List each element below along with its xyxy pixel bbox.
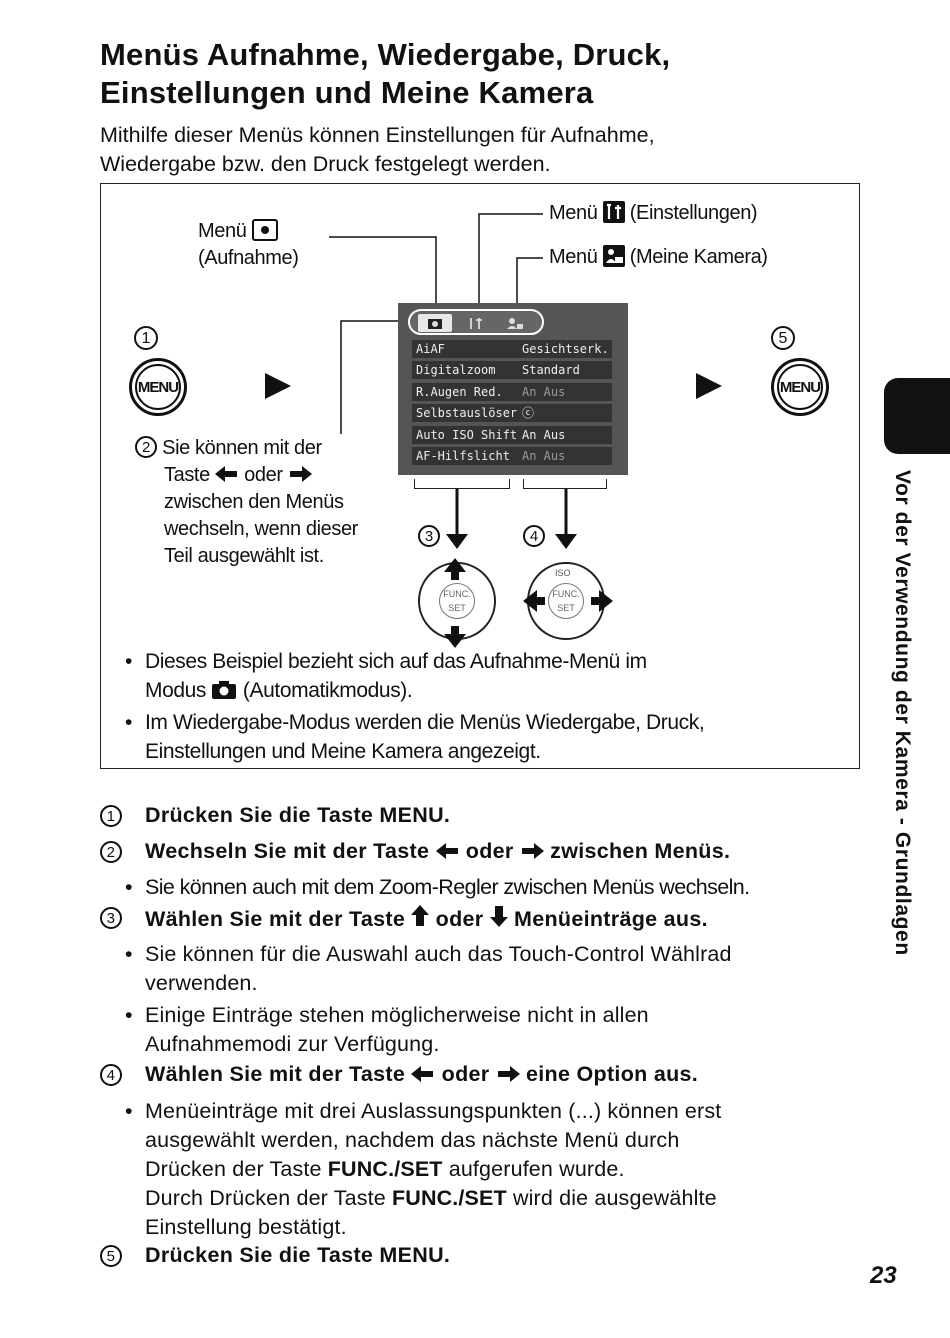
- right-arrow-icon: [497, 1066, 520, 1082]
- screen-row-af-hilfslicht: AF-Hilfslicht An Aus: [412, 447, 612, 465]
- self-timer-icon: ⓒ: [522, 406, 535, 420]
- auto-mode-camera-icon: [212, 681, 237, 699]
- menu-button-right: MENU: [771, 358, 829, 416]
- control-dial-left-right: FUNC. SET ISO: [523, 562, 613, 640]
- menu-figure: Menü (Aufnahme) Menü (Einstellungen) Men…: [100, 183, 860, 769]
- step-2-note: • Sie können auch mit dem Zoom-Regler zw…: [125, 875, 750, 899]
- page-title: Menüs Aufnahme, Wiedergabe, Druck, Einst…: [100, 36, 860, 112]
- screen-row-auto-iso: Auto ISO Shift An Aus: [412, 426, 612, 444]
- control-dial-up-down: FUNC. SET: [418, 558, 496, 648]
- step-3-note-2: • Einige Einträge stehen möglicherweise …: [125, 1003, 649, 1056]
- bracket-labels: [414, 479, 510, 489]
- right-arrow-right: [696, 373, 722, 399]
- side-thumb-tab: [884, 378, 950, 454]
- note-2: 2 Sie können mit der Taste oder zwischen…: [135, 435, 395, 570]
- figure-bullet-1: • Dieses Beispiel bezieht sich auf das A…: [125, 650, 647, 702]
- screen-row-aiaf: AiAF Gesichtserk.: [412, 340, 612, 358]
- screen-row-augen: R.Augen Red. An Aus: [412, 383, 612, 401]
- bracket-values: [523, 479, 607, 489]
- intro-paragraph: Mithilfe dieser Menüs können Einstellung…: [100, 121, 860, 179]
- figure-num-5: 5: [771, 326, 795, 350]
- tab-aufnahme: [418, 314, 452, 332]
- right-arrow-icon: [289, 466, 312, 482]
- title-line-1: Menüs Aufnahme, Wiedergabe, Druck,: [100, 37, 671, 72]
- my-camera-icon: [602, 245, 625, 267]
- left-arrow-icon: [435, 843, 458, 859]
- tab-einstellungen: [458, 314, 492, 332]
- connector-lines: [329, 213, 577, 549]
- intro-line-2: Wiedergabe bzw. den Druck festgelegt wer…: [100, 152, 551, 176]
- title-line-2: Einstellungen und Meine Kamera: [100, 75, 594, 110]
- camera-screen: AiAF Gesichtserk. Digitalzoom Standard R…: [398, 303, 628, 475]
- step-4-note: • Menüeinträge mit drei Auslassungspunkt…: [125, 1099, 722, 1239]
- screen-row-digitalzoom: Digitalzoom Standard: [412, 361, 612, 379]
- side-chapter-label: Vor der Verwendung der Kamera - Grundlag…: [891, 470, 914, 956]
- menu-button-left: MENU: [129, 358, 187, 416]
- right-arrow-left: [265, 373, 291, 399]
- figure-bullet-2: • Im Wiedergabe-Modus werden die Menüs W…: [125, 711, 705, 763]
- right-arrow-icon: [521, 843, 544, 859]
- figure-num-1: 1: [134, 326, 158, 350]
- step-3-note-1: • Sie können für die Auswahl auch das To…: [125, 942, 732, 995]
- left-arrow-icon: [411, 1066, 434, 1082]
- left-arrow-icon: [214, 466, 237, 482]
- figure-num-4: 4: [523, 525, 545, 548]
- intro-line-1: Mithilfe dieser Menüs können Einstellung…: [100, 123, 655, 147]
- label-menu-meine-kamera: Menü (Meine Kamera): [549, 245, 768, 268]
- screen-row-selbstausloeser: Selbstauslöser ⓒ: [412, 404, 612, 422]
- label-menu-aufnahme: Menü (Aufnahme): [198, 219, 299, 269]
- down-arrow-icon: [489, 906, 508, 927]
- screen-tab-bar: [408, 309, 544, 335]
- up-arrow-icon: [411, 905, 430, 926]
- wrench-settings-icon: [602, 201, 625, 223]
- figure-num-3: 3: [418, 525, 440, 548]
- camera-record-icon: [251, 219, 278, 241]
- tab-meine-kamera: [498, 314, 532, 332]
- page-number: 23: [870, 1262, 897, 1289]
- label-menu-einstellungen: Menü (Einstellungen): [549, 201, 758, 224]
